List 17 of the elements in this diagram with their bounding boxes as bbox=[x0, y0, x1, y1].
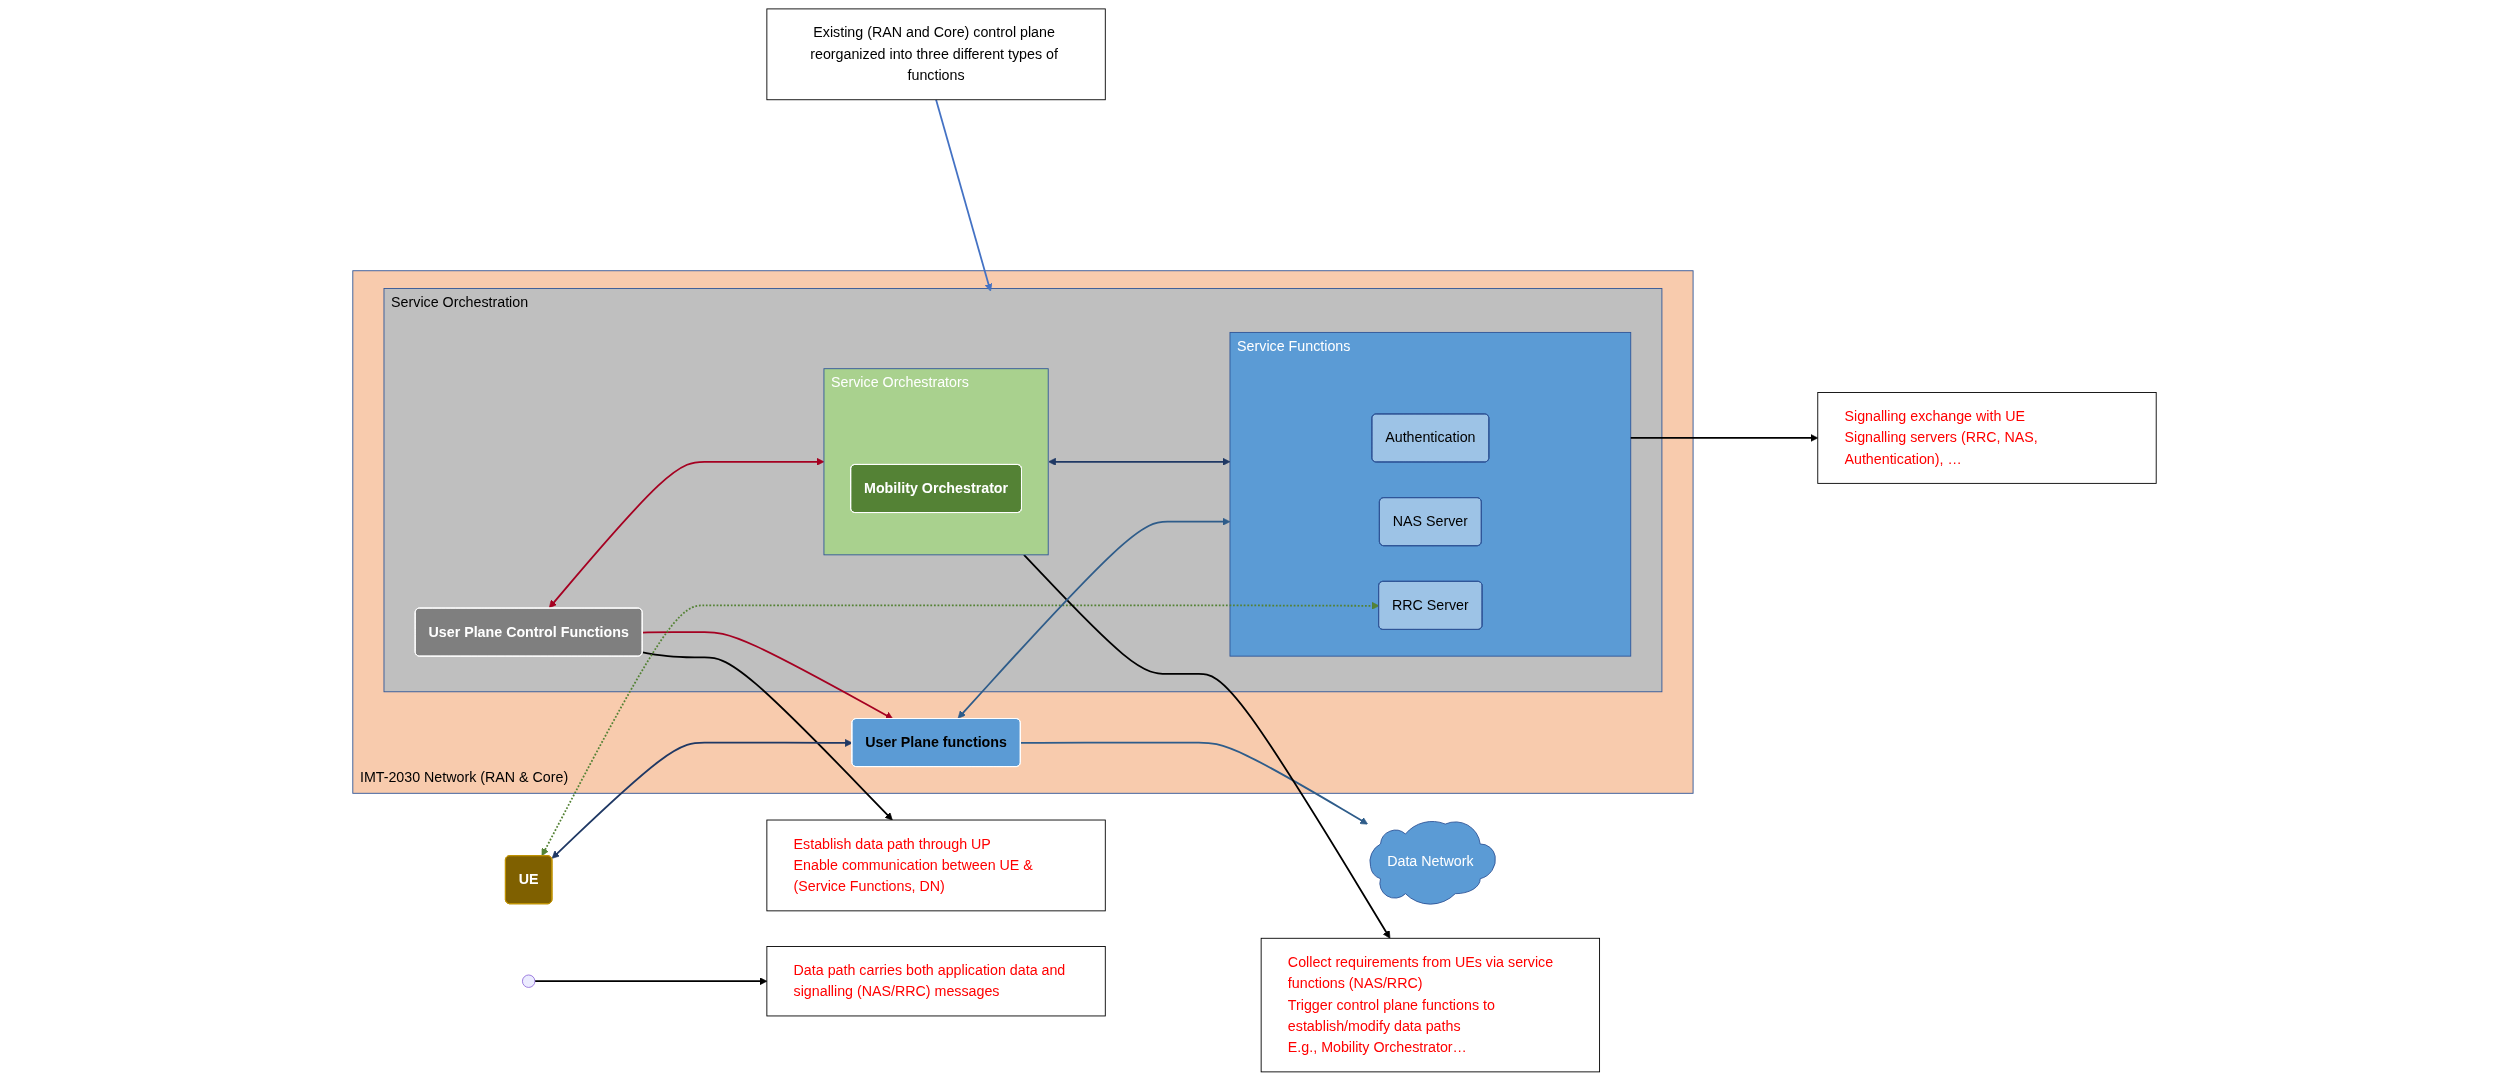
arrow bbox=[551, 739, 853, 859]
arrow bbox=[1629, 434, 1819, 442]
arrow bbox=[1048, 457, 1231, 466]
arrow bbox=[1019, 741, 1368, 825]
arrow bbox=[1023, 553, 1391, 939]
node-box: Signalling exchange with UE Signalling servers (RRC, NAS, Authentication), … bbox=[1817, 392, 2157, 484]
arrow bbox=[935, 98, 993, 292]
node-box: Existing (RAN and Core) control plane reorganized into three different types of functions bbox=[766, 8, 1106, 101]
node-box: Data path carries both application data and signalling (NAS/RRC) messages bbox=[766, 946, 1106, 1017]
arrow bbox=[548, 457, 825, 609]
arrow bbox=[541, 601, 1380, 857]
arrow bbox=[957, 517, 1231, 719]
arrow bbox=[641, 631, 894, 720]
node-box: Establish data path through UP Enable communication between UE & (Service Functions, DN) bbox=[766, 819, 1106, 912]
node-box: Collect requirements from UEs via service functions (NAS/RRC) Trigger control plane functions to establish/modify data paths E.g., Mobility Orchestrator… bbox=[1260, 937, 1600, 1073]
arrow bbox=[534, 977, 768, 986]
arrow bbox=[641, 651, 893, 821]
